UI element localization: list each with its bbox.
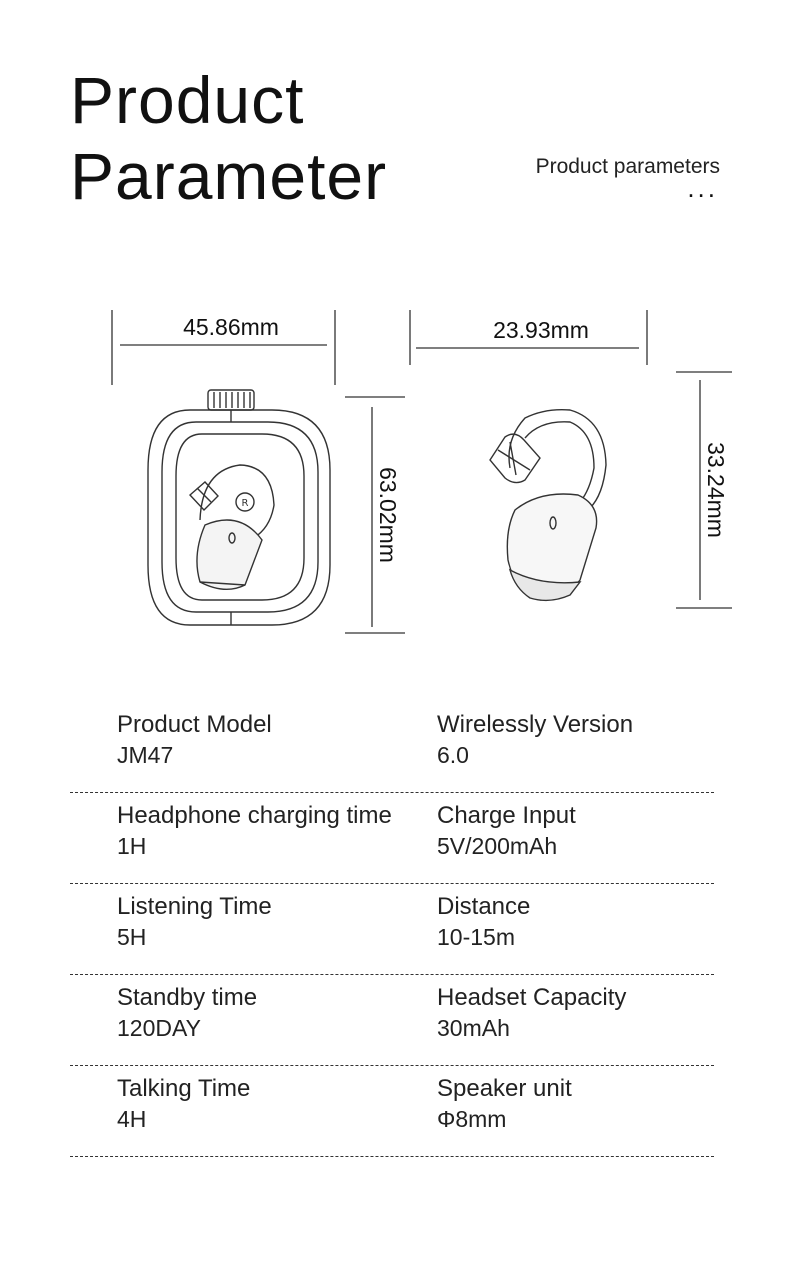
spec-label: Headset Capacity [437, 984, 627, 1011]
earbud-illustration [489, 408, 607, 602]
spec-label: Charge Input [437, 802, 576, 829]
page-title: Product Parameter [70, 62, 387, 214]
spec-cell-right: Wirelessly Version 6.0 [437, 710, 633, 770]
spec-cell-right: Distance 10-15m [437, 892, 530, 952]
spec-label: Listening Time [117, 893, 272, 920]
svg-text:R: R [242, 498, 249, 509]
spec-label: Distance [437, 893, 531, 920]
spec-label: Speaker unit [437, 1075, 572, 1102]
title-line-2: Parameter [70, 139, 388, 213]
spec-cell-right: Charge Input 5V/200mAh [437, 801, 576, 861]
page-subtitle: Product parameters [535, 155, 720, 178]
spec-value: 120DAY [117, 1015, 201, 1041]
spec-label: Talking Time [117, 1075, 251, 1102]
spec-value: JM47 [117, 742, 174, 768]
product-dimension-diagram: 45.86mm 23.93mm 63.02mm 33.24mm R [111, 310, 732, 634]
ellipsis-dots: ... [687, 173, 718, 203]
earbud-height-label: 33.24mm [703, 442, 729, 538]
case-width-label: 45.86mm [183, 314, 279, 340]
spec-label: Product Model [117, 711, 272, 738]
spec-row: Headphone charging time 1H Charge Input 5V/… [70, 793, 714, 884]
spec-cell-left: Talking Time 4H [117, 1074, 250, 1134]
spec-value: 30mAh [437, 1015, 510, 1041]
spec-value: 5V/200mAh [437, 833, 558, 859]
spec-value: 5H [117, 924, 147, 950]
case-height-label: 63.02mm [375, 467, 401, 563]
spec-row: Standby time 120DAY Headset Capacity 30mAh [70, 975, 714, 1066]
spec-label: Wirelessly Version [437, 711, 634, 738]
spec-row: Listening Time 5H Distance 10-15m [70, 884, 714, 975]
spec-cell-left: Headphone charging time 1H [117, 801, 392, 861]
spec-value: Φ8mm [437, 1106, 507, 1132]
spec-cell-right: Headset Capacity 30mAh [437, 983, 626, 1043]
spec-value: 6.0 [437, 742, 469, 768]
title-line-1: Product [70, 63, 305, 137]
spec-cell-left: Listening Time 5H [117, 892, 272, 952]
earbud-width-label: 23.93mm [493, 317, 589, 343]
spec-cell-left: Standby time 120DAY [117, 983, 257, 1043]
spec-label: Headphone charging time [117, 802, 392, 829]
spec-label: Standby time [117, 984, 258, 1011]
spec-value: 10-15m [437, 924, 515, 950]
spec-value: 4H [117, 1106, 147, 1132]
charging-case-illustration: R [147, 389, 331, 626]
spec-value: 1H [117, 833, 147, 859]
